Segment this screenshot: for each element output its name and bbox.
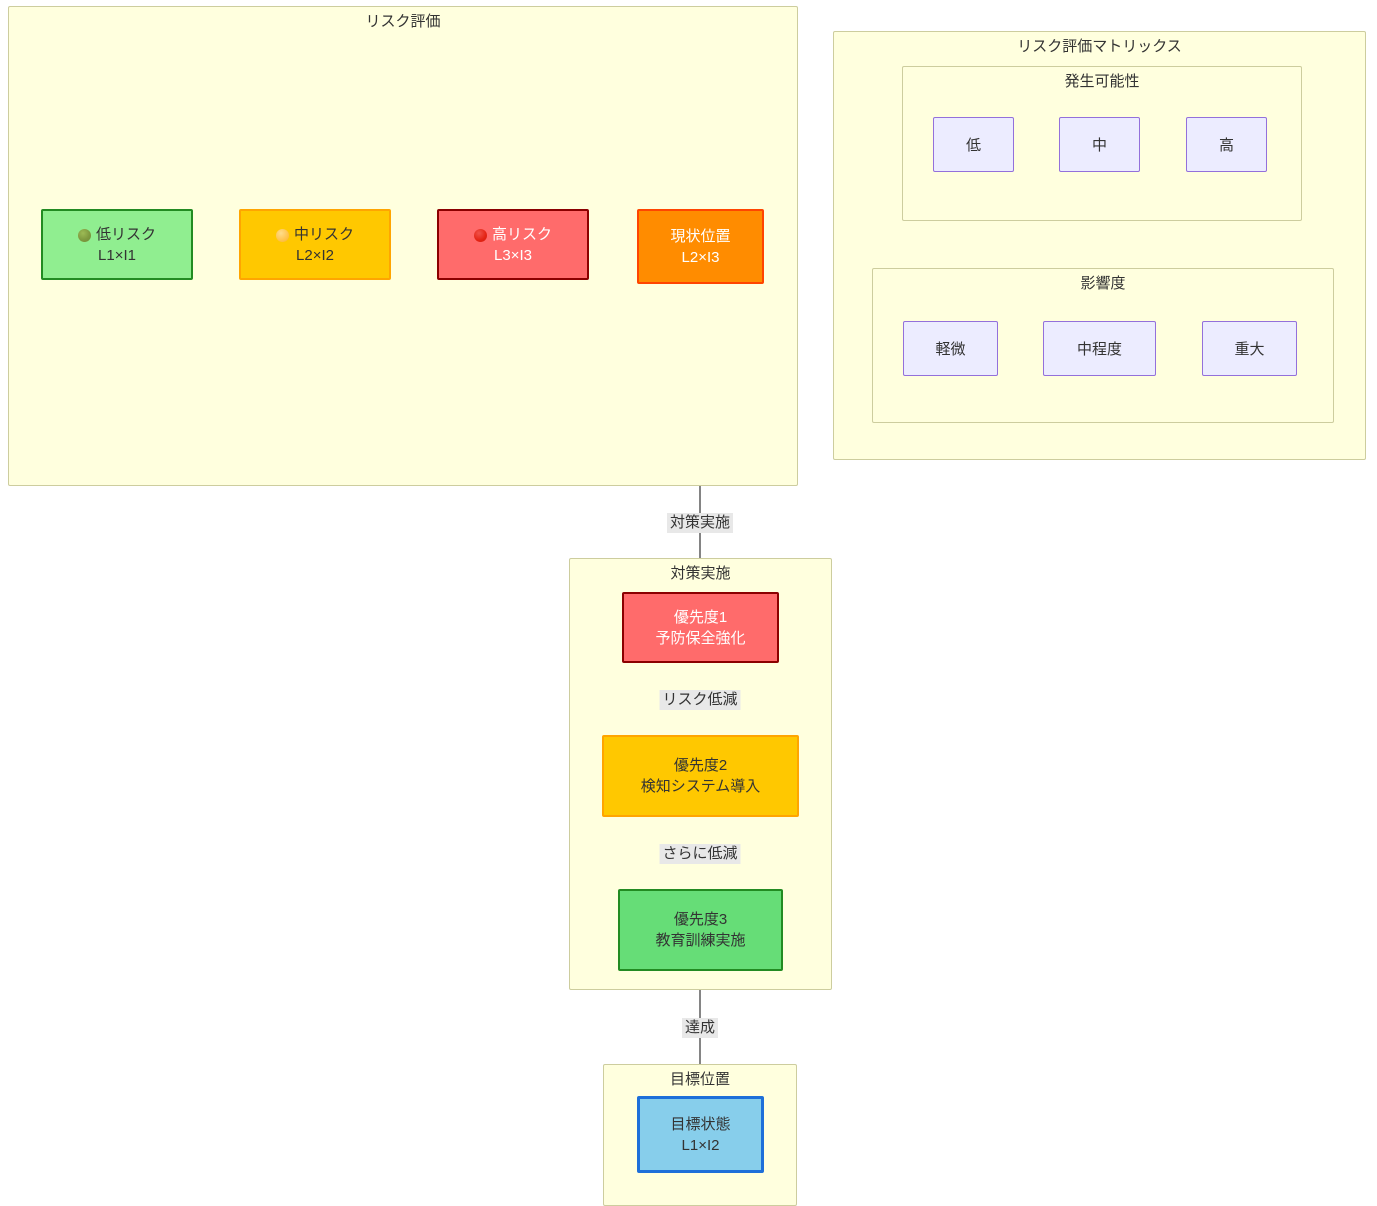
matrix-cell-likelihood-high-label: 高 xyxy=(1218,137,1234,154)
red-circle-icon xyxy=(473,228,487,242)
matrix-cell-likelihood-low[interactable]: 低 xyxy=(933,117,1014,172)
priority3-detail: 教育訓練実施 xyxy=(655,932,746,949)
high-risk-label: 高リスク xyxy=(491,225,552,243)
current-position-score: L2×I3 xyxy=(681,248,720,266)
matrix-cell-impact-moderate[interactable]: 中程度 xyxy=(1043,321,1156,376)
priority3-label: 優先度3 xyxy=(673,911,728,928)
matrix-cell-impact-major-label: 重大 xyxy=(1234,341,1265,358)
node-high-risk[interactable]: 高リスク L3×I3 xyxy=(437,209,589,280)
low-risk-label: 低リスク xyxy=(95,225,156,243)
green-circle-icon xyxy=(77,228,91,242)
matrix-cell-likelihood-high[interactable]: 高 xyxy=(1186,117,1267,172)
target-state-score: L1×I2 xyxy=(681,1136,720,1154)
matrix-cell-likelihood-medium[interactable]: 中 xyxy=(1059,117,1140,172)
cluster-impact-title: 影響度 xyxy=(1080,275,1126,292)
medium-risk-label: 中リスク xyxy=(293,225,354,243)
edge-label-countermeasure: 対策実施 xyxy=(666,513,734,533)
priority1-label: 優先度1 xyxy=(673,608,728,626)
priority2-detail: 検知システム導入 xyxy=(640,778,761,795)
priority1-detail: 予防保全強化 xyxy=(655,629,746,647)
node-medium-risk[interactable]: 中リスク L2×I2 xyxy=(239,209,391,280)
edge-label-further-reduction: さらに低減 xyxy=(659,844,741,864)
matrix-cell-likelihood-low-label: 低 xyxy=(965,137,981,154)
current-position-label: 現状位置 xyxy=(670,227,731,245)
edge-label-risk-reduction: リスク低減 xyxy=(659,690,741,710)
cluster-risk-assessment-title: リスク評価 xyxy=(365,13,441,30)
node-target-state[interactable]: 目標状態 L1×I2 xyxy=(637,1096,764,1173)
low-risk-row: 低リスク xyxy=(77,224,156,245)
matrix-cell-impact-moderate-label: 中程度 xyxy=(1076,341,1122,358)
cluster-countermeasures-title: 対策実施 xyxy=(670,565,731,582)
node-current-position[interactable]: 現状位置 L2×I3 xyxy=(637,209,764,284)
high-risk-score: L3×I3 xyxy=(494,246,532,264)
low-risk-score: L1×I1 xyxy=(98,246,136,264)
node-priority3[interactable]: 優先度3 教育訓練実施 xyxy=(618,889,783,971)
matrix-cell-likelihood-medium-label: 中 xyxy=(1091,137,1107,154)
node-low-risk[interactable]: 低リスク L1×I1 xyxy=(41,209,193,280)
medium-risk-row: 中リスク xyxy=(275,224,354,245)
node-priority2[interactable]: 優先度2 検知システム導入 xyxy=(602,735,799,817)
high-risk-row: 高リスク xyxy=(473,224,552,245)
matrix-cell-impact-minor-label: 軽微 xyxy=(935,341,966,358)
matrix-cell-impact-major[interactable]: 重大 xyxy=(1202,321,1297,376)
priority2-label: 優先度2 xyxy=(673,757,728,774)
target-state-label: 目標状態 xyxy=(670,1115,731,1133)
yellow-circle-icon xyxy=(275,228,289,242)
medium-risk-score: L2×I2 xyxy=(296,246,334,264)
edge-label-achieved: 達成 xyxy=(681,1018,719,1038)
cluster-risk-matrix-title: リスク評価マトリックス xyxy=(1017,38,1182,55)
node-priority1[interactable]: 優先度1 予防保全強化 xyxy=(622,592,779,663)
cluster-likelihood-title: 発生可能性 xyxy=(1064,73,1140,90)
cluster-target-position-title: 目標位置 xyxy=(669,1071,730,1088)
matrix-cell-impact-minor[interactable]: 軽微 xyxy=(903,321,998,376)
